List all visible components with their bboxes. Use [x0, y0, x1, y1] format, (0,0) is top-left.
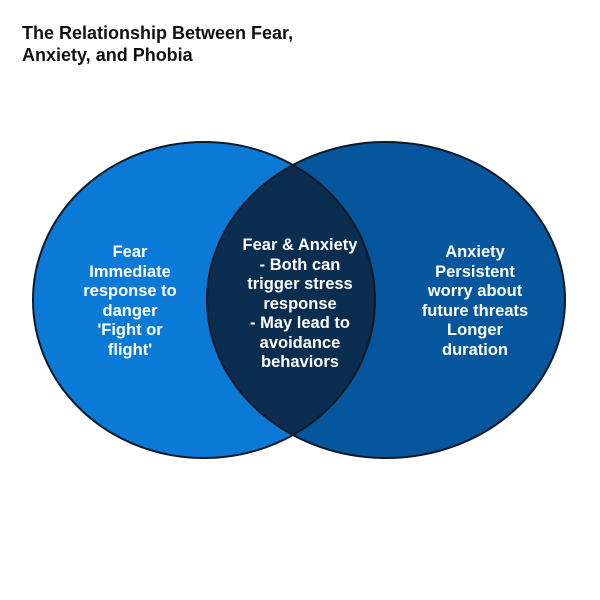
label-line: - May lead to [250, 314, 350, 332]
label-line: 'Fight or [97, 321, 163, 339]
label-line: behaviors [261, 353, 339, 371]
label-line: Longer [447, 321, 503, 339]
label-line: flight' [107, 340, 153, 359]
title-line: The Relationship Between Fear, [22, 23, 294, 43]
label-line: Fear & Anxiety [242, 236, 358, 254]
fear-circle-outline [32, 141, 376, 459]
label-line: response to [83, 282, 177, 300]
label-line: Persistent [435, 262, 515, 281]
anxiety-label: Anxiety Persistent worry about future th… [400, 243, 550, 360]
label-line: - Both can [259, 255, 341, 274]
overlap-label: Fear & Anxiety - Both can trigger stress… [220, 236, 380, 373]
fear-label: Fear Immediate response to danger 'Fight… [60, 243, 200, 360]
label-line: response [263, 294, 337, 313]
label-line: worry about [427, 282, 523, 300]
label-line: future threats [421, 301, 529, 320]
title-line: Anxiety, and Phobia [22, 45, 193, 65]
label-line: danger [102, 301, 158, 320]
label-line: Anxiety [445, 243, 505, 261]
anxiety-circle-outline [206, 141, 566, 459]
label-line: trigger stress [247, 275, 353, 293]
overlap-region [207, 142, 375, 458]
label-line: Fear [112, 243, 148, 261]
label-line: duration [442, 340, 508, 359]
label-line: avoidance [259, 333, 341, 352]
diagram-title: The Relationship Between Fear, Anxiety, … [22, 22, 293, 66]
label-line: Immediate [89, 262, 171, 281]
